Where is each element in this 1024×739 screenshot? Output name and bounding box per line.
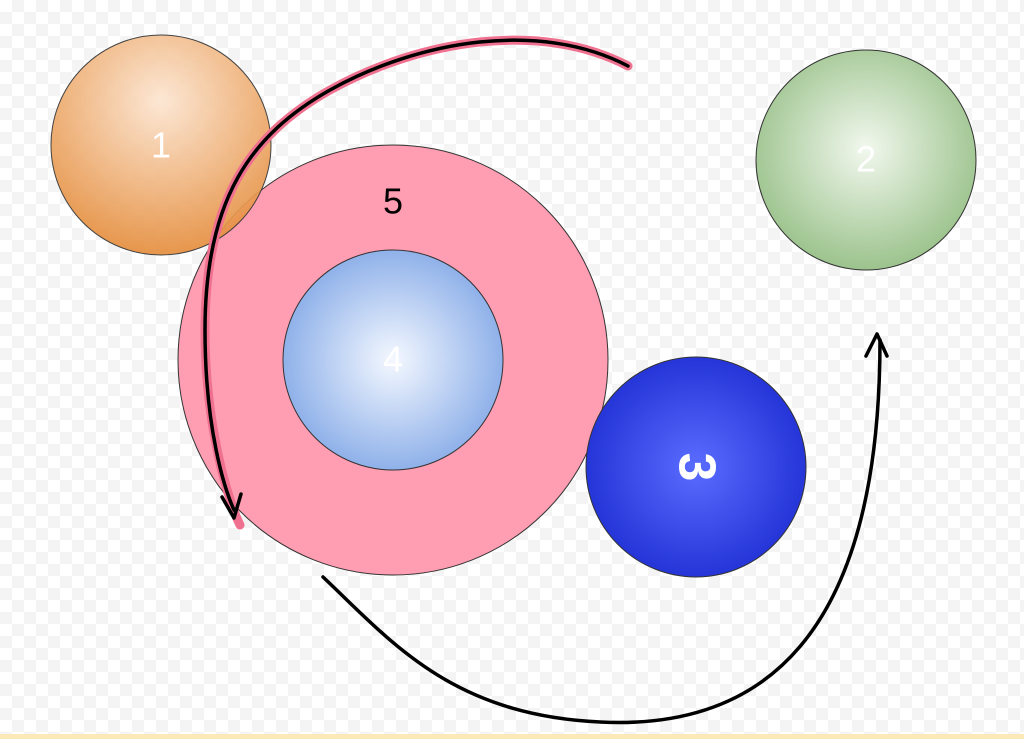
circle-4-label: 4 <box>383 339 403 380</box>
arrow-bottom-right <box>321 332 889 725</box>
circle-2-label: 2 <box>856 139 876 180</box>
circle-1-label: 1 <box>151 125 171 166</box>
circle-4: 4 <box>282 249 504 471</box>
circle-2: 2 <box>755 49 977 271</box>
arrow-top-left <box>200 35 633 530</box>
circle-3-label: 3 <box>667 453 725 482</box>
bottom-bar <box>0 734 1024 739</box>
circle-3: 3 <box>585 356 807 578</box>
circle-5-label: 5 <box>383 181 403 222</box>
circle-1: 1 <box>50 34 272 256</box>
